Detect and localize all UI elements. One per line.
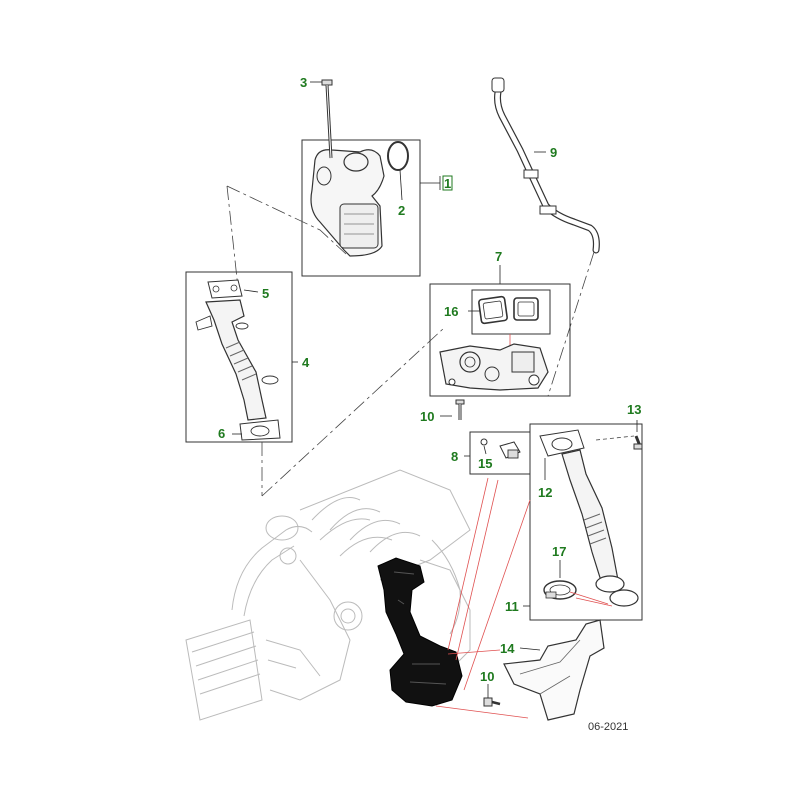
assembly-4-box: [185, 271, 293, 443]
housing-actuator: [339, 203, 379, 249]
gasket-upper[interactable]: [207, 279, 243, 299]
seal-square-left[interactable]: [478, 295, 508, 325]
connector-line: [226, 185, 347, 289]
callout-6: 6: [218, 426, 225, 441]
bolt-long[interactable]: [321, 79, 333, 159]
callout-10-lower: 10: [480, 669, 494, 684]
callout-10-upper: 10: [420, 409, 434, 424]
assembly-8-group: 8 15: [451, 431, 531, 475]
assembly-7-group: 7 16 10: [420, 249, 571, 424]
callout-4: 4: [302, 355, 310, 370]
connector-line: [261, 327, 445, 497]
callout-16: 16: [444, 304, 458, 319]
assembly-7-box: [429, 283, 571, 397]
callout-8: 8: [451, 449, 458, 464]
pipe-clamp[interactable]: [543, 580, 577, 600]
assembly-16-box: [471, 289, 551, 335]
callout-12: 12: [538, 485, 552, 500]
callout-15: 15: [478, 456, 492, 471]
seal-square-right[interactable]: [513, 297, 539, 321]
housing-port: [316, 166, 332, 186]
exhaust-pipe[interactable]: [561, 449, 619, 585]
callout-11: 11: [505, 599, 519, 614]
gasket-lower[interactable]: [239, 419, 281, 441]
egr-pipe[interactable]: [205, 299, 267, 421]
bolt-flange[interactable]: [633, 435, 643, 450]
assembly-4-group: 4 5 6: [185, 271, 310, 443]
highlighted-part: [377, 557, 463, 707]
callout-1-box: [442, 175, 453, 191]
flange-gasket[interactable]: [539, 429, 585, 457]
callout-2: 2: [398, 203, 405, 218]
housing-bore: [343, 152, 369, 172]
red-leaders: [435, 477, 531, 719]
callout-17: 17: [552, 544, 566, 559]
heat-shield[interactable]: [503, 619, 605, 721]
bolt-short[interactable]: [455, 399, 465, 420]
assembly-11-box: [529, 423, 643, 621]
engine-illustration: [185, 469, 471, 721]
heat-shield-group: 14 10: [480, 619, 605, 721]
callout-5: 5: [262, 286, 269, 301]
installed-egr-highlight: [377, 557, 463, 707]
bolt-13-group: 13: [595, 402, 643, 450]
callout-7: 7: [495, 249, 502, 264]
callout-1: 1: [444, 176, 451, 191]
callout-13: 13: [627, 402, 641, 417]
sensor-seal[interactable]: [480, 438, 488, 446]
callout-9: 9: [550, 145, 557, 160]
footer-code: 06-2021: [588, 721, 628, 733]
hose-group: 9: [491, 77, 600, 254]
bolt-shield[interactable]: [483, 697, 501, 707]
callout-3: 3: [300, 75, 307, 90]
assembly-11-group: 11 12 17: [505, 423, 643, 621]
assembly-1-box: [301, 139, 421, 277]
connector-line: [547, 251, 595, 397]
o-ring[interactable]: [387, 141, 409, 171]
temperature-sensor[interactable]: [499, 441, 521, 459]
callout-14: 14: [500, 641, 515, 656]
assembly-1-group: 1 2 3: [300, 75, 453, 277]
